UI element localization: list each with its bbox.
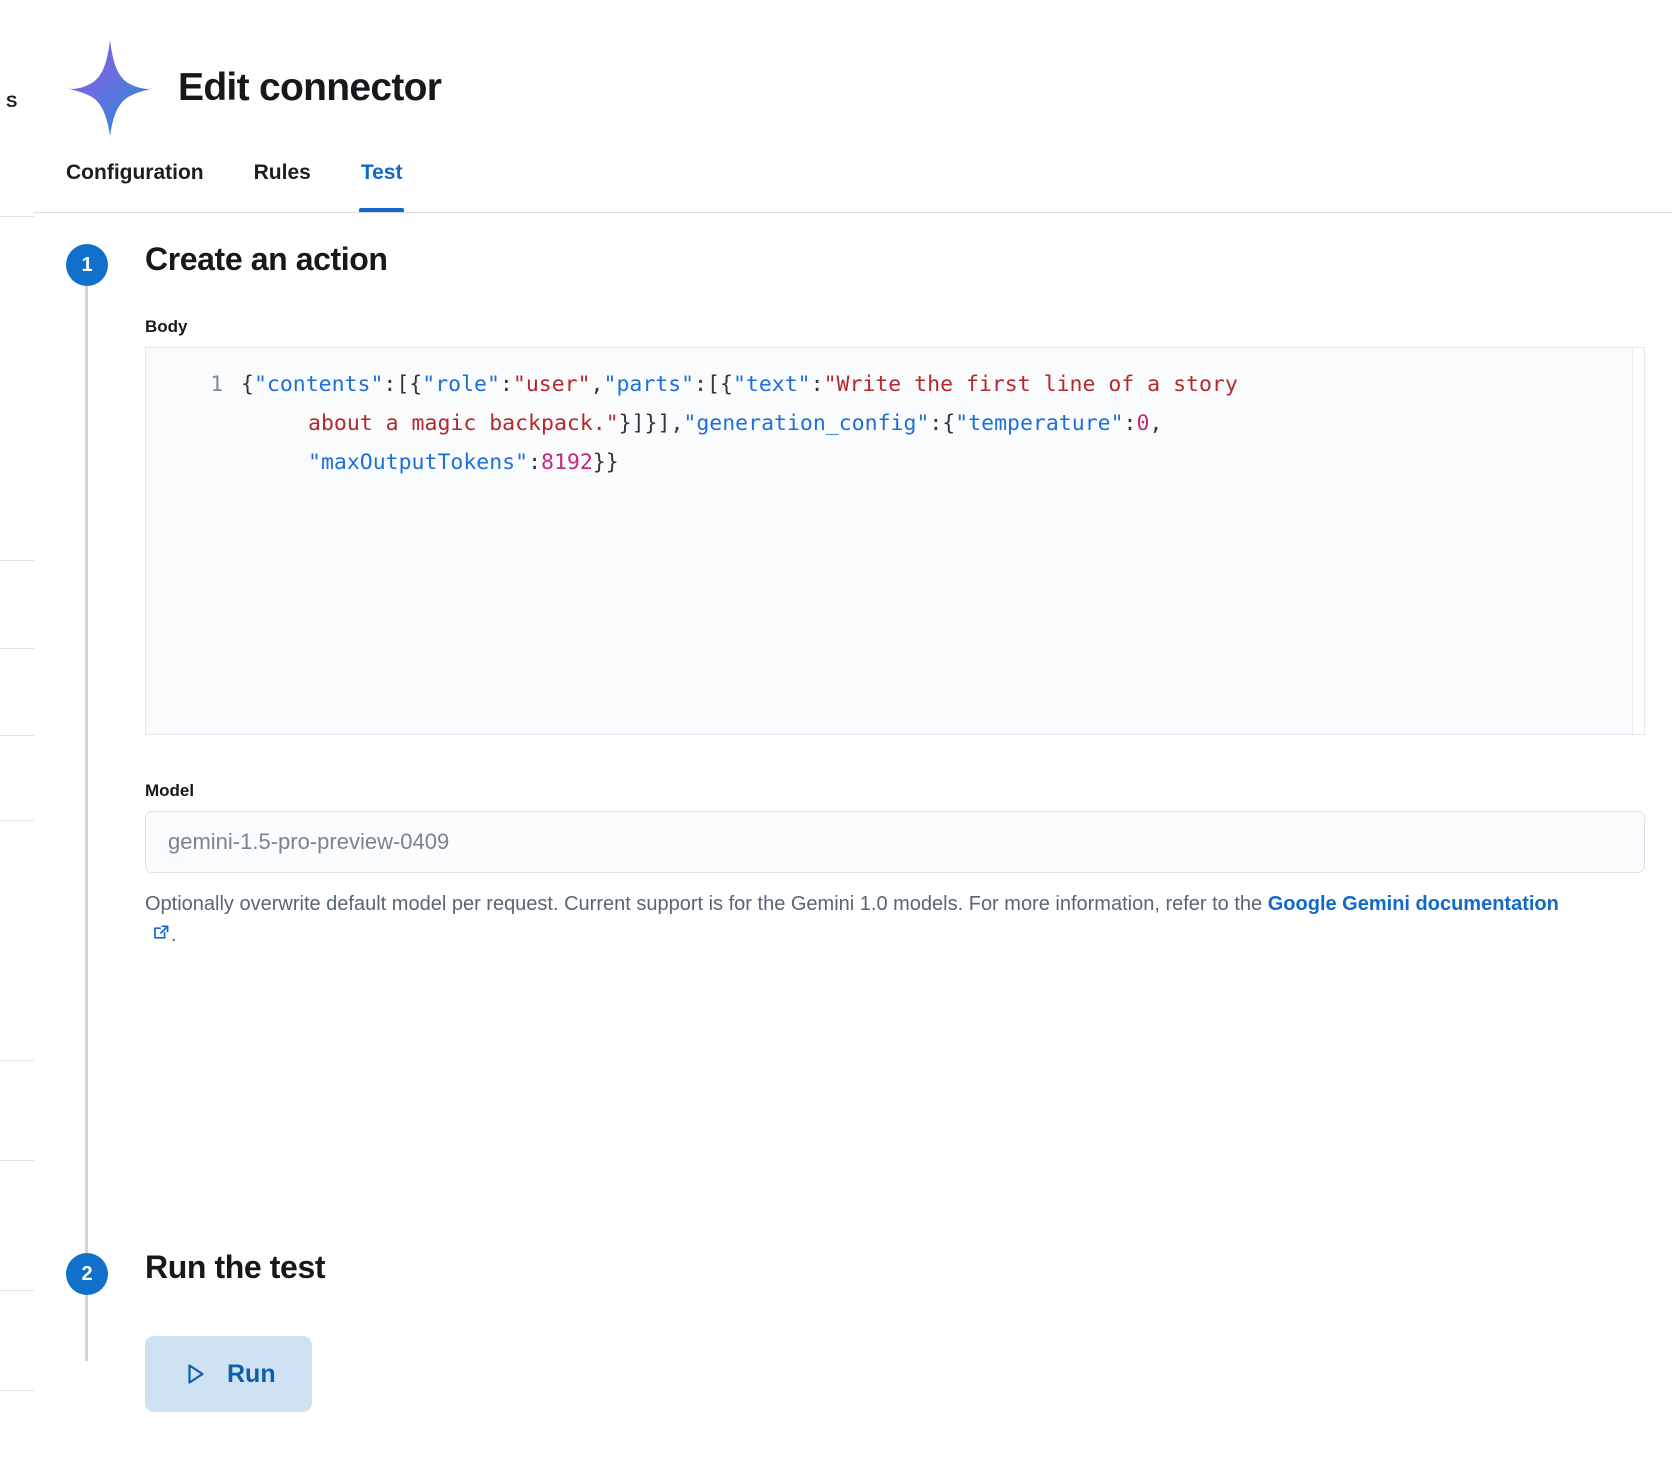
background-divider	[0, 1160, 34, 1161]
model-input[interactable]	[145, 811, 1645, 873]
code-token: "role"	[422, 372, 500, 397]
edit-connector-panel: Edit connector Configuration Rules Test …	[34, 0, 1672, 1468]
code-token: :[{	[383, 372, 423, 397]
external-link-icon	[151, 922, 171, 953]
code-token: "temperature"	[955, 411, 1124, 436]
code-token: :	[528, 450, 542, 475]
body-field-label: Body	[145, 317, 188, 336]
run-button-label: Run	[227, 1359, 276, 1388]
test-stepper: 1 Create an action Body 1 {"contents":[{…	[34, 213, 1672, 1412]
code-token: "contents"	[253, 372, 384, 397]
body-code-editor[interactable]: 1 {"contents":[{"role":"user","parts":[{…	[145, 347, 1645, 735]
code-token: about a magic backpack."	[308, 411, 619, 436]
code-token: 8192	[541, 450, 593, 475]
panel-header: Edit connector Configuration Rules Test	[34, 0, 1672, 213]
code-token: "Write the first line of a story	[823, 372, 1238, 397]
code-token: "maxOutputTokens"	[308, 450, 529, 475]
background-divider	[0, 1060, 34, 1061]
code-token: "text"	[732, 372, 811, 397]
tab-test[interactable]: Test	[358, 155, 405, 212]
step-run-the-test: 2 Run the test Run	[34, 235, 1672, 1412]
tab-bar: Configuration Rules Test	[34, 155, 1672, 213]
code-token: "generation_config"	[683, 411, 930, 436]
tab-configuration[interactable]: Configuration	[66, 161, 204, 184]
code-line-number: 1	[210, 372, 223, 396]
background-divider	[0, 1390, 34, 1391]
background-divider	[0, 560, 34, 561]
google-gemini-documentation-link[interactable]: Google Gemini documentation	[145, 893, 1559, 946]
tab-rules[interactable]: Rules	[253, 161, 311, 184]
background-divider	[0, 735, 34, 736]
background-page-sliver: S	[0, 0, 34, 1468]
step-2-heading: Run the test	[145, 1249, 326, 1285]
background-divider	[0, 820, 34, 821]
background-partial-text: S	[6, 92, 18, 111]
code-gutter: 1	[146, 348, 241, 734]
model-help-sentence: Optionally overwrite default model per r…	[145, 893, 1263, 915]
code-token: :	[499, 372, 513, 397]
background-divider	[0, 648, 34, 649]
step-results: 3 Results	[34, 245, 1672, 255]
code-token: ,	[590, 372, 604, 397]
code-editor-scrollbar[interactable]	[1632, 348, 1644, 734]
step-1-heading: Create an action	[145, 241, 388, 277]
background-divider	[0, 216, 34, 217]
code-token: :	[810, 372, 824, 397]
code-content[interactable]: {"contents":[{"role":"user","parts":[{"t…	[241, 365, 1632, 482]
code-token: }]}],	[618, 411, 684, 436]
code-token: }}	[592, 450, 619, 475]
help-text-suffix: .	[171, 924, 177, 946]
step-1-badge: 1	[66, 244, 108, 286]
play-icon	[181, 1360, 209, 1388]
model-help-text: Optionally overwrite default model per r…	[145, 889, 1565, 953]
step-create-an-action: 1 Create an action Body 1 {"contents":[{…	[34, 225, 1672, 946]
code-token: :{	[929, 411, 956, 436]
code-token: 0	[1136, 411, 1150, 436]
code-token: "user"	[512, 372, 591, 397]
panel-title-row: Edit connector	[64, 38, 442, 138]
gemini-sparkle-icon	[64, 38, 156, 138]
model-field-label: Model	[145, 781, 195, 800]
background-divider	[0, 1290, 34, 1291]
code-token: "parts"	[603, 372, 695, 397]
run-button[interactable]: Run	[145, 1336, 312, 1412]
code-token: :	[1123, 411, 1137, 436]
code-token: :[{	[694, 372, 733, 397]
code-token: ,	[1149, 411, 1163, 436]
stepper-connector-line	[85, 275, 88, 1361]
link-label: Google Gemini documentation	[1267, 893, 1559, 915]
page-title: Edit connector	[178, 66, 442, 109]
step-2-badge: 2	[66, 1253, 108, 1295]
code-token: {	[241, 372, 254, 397]
model-field-block: Model Optionally overwrite default model…	[145, 781, 1645, 953]
